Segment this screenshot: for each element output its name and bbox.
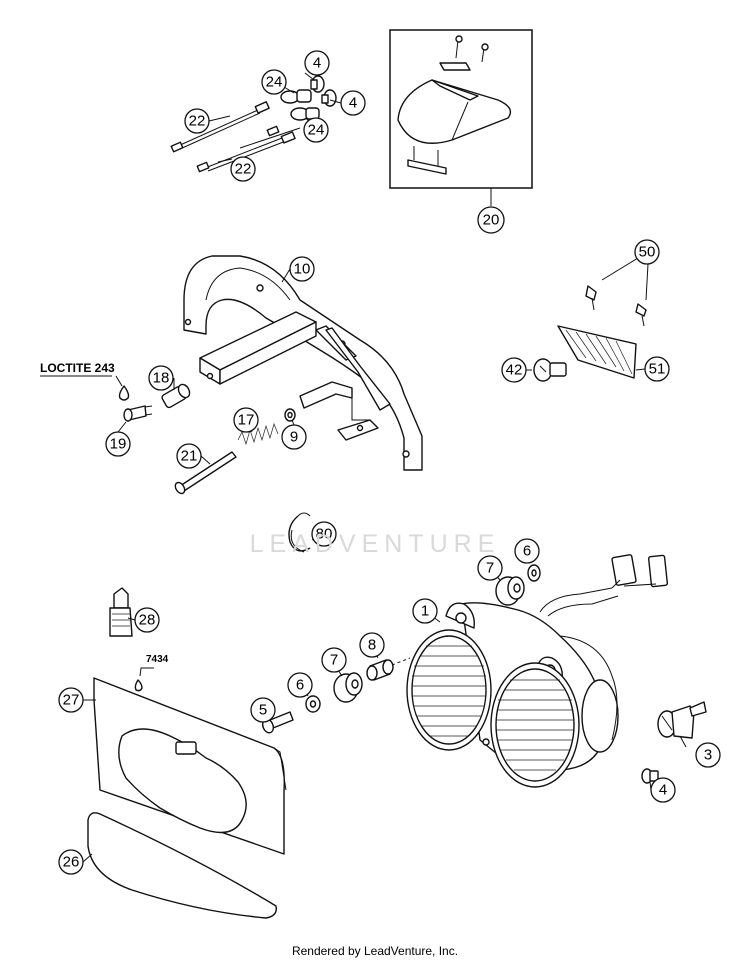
loctite-drop <box>118 385 130 401</box>
callout-80: 80 <box>311 521 337 547</box>
callout-19: 19 <box>105 431 131 457</box>
washer-upper <box>527 564 541 582</box>
callout-20: 20 <box>477 206 505 234</box>
footer-credit: Rendered by LeadVenture, Inc. <box>291 944 459 958</box>
parking-bulb <box>641 768 659 784</box>
callout-5: 5 <box>250 697 276 723</box>
svg-text:17: 17 <box>238 412 255 429</box>
sealant-bottle <box>109 587 133 637</box>
svg-text:5: 5 <box>259 702 267 719</box>
svg-text:8: 8 <box>368 637 376 654</box>
callout-4-bulb: 4 <box>650 777 676 803</box>
svg-text:22: 22 <box>189 113 206 130</box>
svg-text:28: 28 <box>139 612 156 629</box>
rubber-grommet-lower <box>333 672 363 703</box>
headlight-bracket <box>183 255 423 471</box>
svg-text:21: 21 <box>181 448 198 465</box>
h4-bulb <box>657 701 707 739</box>
callout-7-upper: 7 <box>477 555 503 581</box>
svg-text:20: 20 <box>483 212 500 229</box>
svg-text:22: 22 <box>235 161 252 178</box>
svg-text:24: 24 <box>308 122 325 139</box>
svg-text:26: 26 <box>63 854 80 871</box>
callout-18: 18 <box>148 365 174 391</box>
callout-21: 21 <box>176 443 202 469</box>
wire-harness-group <box>170 101 301 173</box>
loctite-label: LOCTITE 243 <box>40 361 115 375</box>
number-plate <box>93 677 287 855</box>
svg-text:1: 1 <box>421 603 429 620</box>
watermark-text: LEADVENTURE <box>249 530 501 558</box>
svg-text:4: 4 <box>313 55 321 72</box>
svg-text:10: 10 <box>294 261 311 278</box>
washer-lower <box>305 695 321 713</box>
svg-text:80: 80 <box>316 526 333 543</box>
hose-clamp <box>288 512 311 553</box>
callout-26: 26 <box>58 849 84 875</box>
callout-28: 28 <box>134 607 160 633</box>
tail-light-screw-left <box>585 285 597 311</box>
bulb-socket-upper <box>280 75 325 104</box>
svg-text:3: 3 <box>704 747 712 764</box>
headlight-assembly <box>406 554 669 788</box>
callout-22-bottom: 22 <box>230 156 256 182</box>
washer-small <box>284 408 296 422</box>
tail-light-lens <box>557 325 637 379</box>
svg-text:42: 42 <box>506 362 523 379</box>
tail-light-screw-right <box>635 303 647 327</box>
callout-24-bottom: 24 <box>303 117 329 143</box>
svg-text:7: 7 <box>330 652 338 669</box>
callout-22-top: 22 <box>184 108 210 134</box>
svg-text:7: 7 <box>486 560 494 577</box>
rubber-grommet-upper <box>495 576 525 606</box>
svg-text:18: 18 <box>153 370 170 387</box>
callout-42: 42 <box>501 357 527 383</box>
callout-17: 17 <box>233 407 259 433</box>
spring <box>237 422 279 446</box>
svg-text:51: 51 <box>649 361 666 378</box>
callout-27: 27 <box>58 687 84 713</box>
callout-1: 1 <box>412 598 438 624</box>
spacer-sleeve <box>161 383 191 409</box>
callout-6-upper: 6 <box>514 538 540 564</box>
callout-24-top: 24 <box>261 69 287 95</box>
svg-text:6: 6 <box>296 677 304 694</box>
svg-text:6: 6 <box>523 543 531 560</box>
svg-text:19: 19 <box>110 436 127 453</box>
callout-3: 3 <box>695 742 721 768</box>
callout-4-top: 4 <box>304 50 330 76</box>
svg-text:27: 27 <box>63 692 80 709</box>
callout-7-lower: 7 <box>321 647 347 673</box>
spacer-bushing <box>366 659 394 681</box>
callout-9: 9 <box>281 424 307 450</box>
tail-bulb <box>533 358 567 382</box>
svg-text:24: 24 <box>266 74 283 91</box>
svg-text:4: 4 <box>349 95 357 112</box>
allen-bolt <box>123 405 153 422</box>
svg-text:9: 9 <box>290 429 298 446</box>
callout-4-mid: 4 <box>340 90 366 116</box>
svg-text:4: 4 <box>659 782 667 799</box>
svg-text:50: 50 <box>639 244 656 261</box>
bulb-socket-lower <box>290 89 337 121</box>
callout-51: 51 <box>644 356 670 382</box>
callout-10: 10 <box>289 256 315 282</box>
long-bolt <box>174 451 237 495</box>
callout-8: 8 <box>359 632 385 658</box>
callout-6-lower: 6 <box>287 672 313 698</box>
number-plate-background <box>87 812 277 919</box>
rear-cover-kit-box <box>389 29 533 189</box>
callout-50: 50 <box>634 239 660 265</box>
part-code-label: 7434 <box>146 654 169 665</box>
